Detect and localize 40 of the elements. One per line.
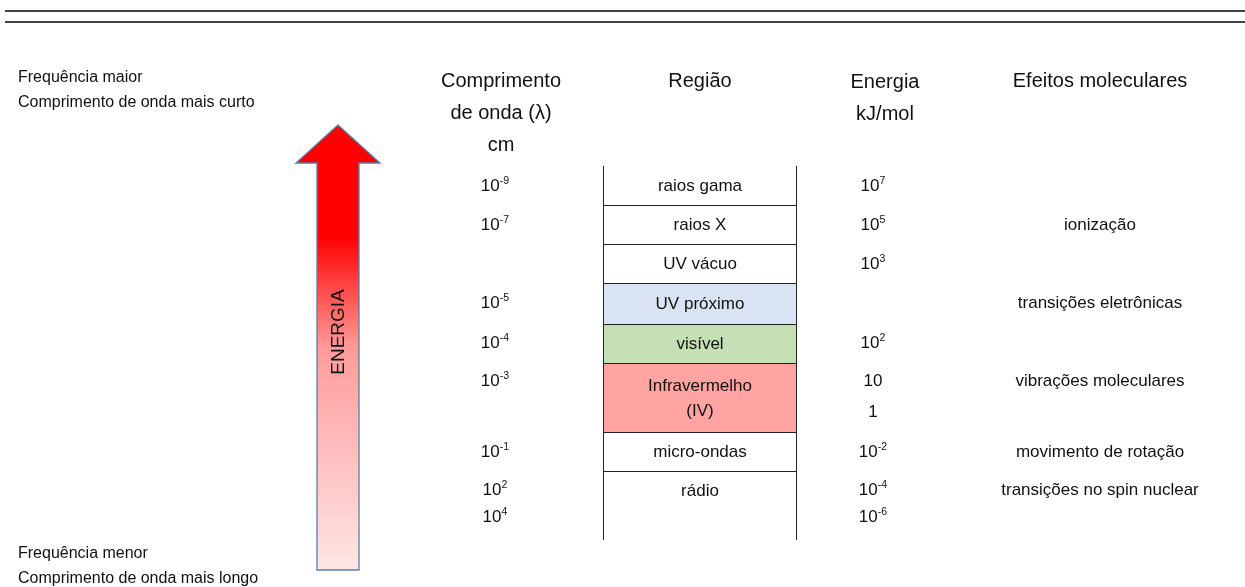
energy-value: 10$^{-2}$: [858, 441, 888, 463]
effect-text: transições eletrônicas: [1017, 292, 1183, 314]
energy-value: 10$^{7}$: [860, 175, 886, 197]
arrow-label: ENERGIA: [327, 289, 349, 375]
wavelength-value: 10$^{-7}$: [480, 214, 510, 236]
energy-value: 10: [863, 370, 883, 392]
region-cell: UV vácuo: [603, 244, 797, 283]
column-header: Energia kJ/mol: [849, 69, 921, 126]
region-cell: visível: [603, 324, 797, 363]
energy-value: 10$^{5}$: [860, 214, 886, 236]
wavelength-value: 10$^{-9}$: [480, 175, 510, 197]
effect-text: movimento de rotação: [1015, 441, 1185, 463]
note-text: Frequência menor: [18, 543, 148, 563]
wavelength-value: 10$^{-4}$: [480, 332, 510, 354]
note-text: Frequência maior: [18, 67, 143, 87]
region-cell: rádio: [603, 471, 797, 540]
energy-arrow: [294, 124, 382, 572]
energy-value: 1: [868, 401, 878, 423]
wavelength-value: 10$^{-1}$: [480, 441, 510, 463]
region-cell: raios gama: [603, 166, 797, 205]
region-cell: UV próximo: [603, 283, 797, 324]
region-cell: Infravermelho (IV): [603, 363, 797, 432]
region-cell: micro-ondas: [603, 432, 797, 471]
effect-text: vibrações moleculares: [1015, 370, 1185, 392]
effect-text: ionização: [1064, 214, 1136, 236]
column-header: Comprimento de onda (λ) cm: [439, 68, 562, 157]
wavelength-value: 10$^{4}$: [482, 506, 508, 528]
wavelength-value: 10$^{2}$: [482, 479, 508, 501]
region-cell: raios X: [603, 205, 797, 244]
energy-value: 10$^{2}$: [860, 332, 886, 354]
column-header: Região: [668, 68, 732, 92]
note-text: Comprimento de onda mais longo: [18, 568, 259, 587]
wavelength-value: 10$^{-3}$: [480, 370, 510, 392]
column-header: Efeitos moleculares: [1012, 68, 1188, 92]
energy-value: 10$^{-6}$: [858, 506, 888, 528]
wavelength-value: 10$^{-5}$: [480, 292, 510, 314]
effect-text: transições no spin nuclear: [1001, 479, 1199, 501]
energy-value: 10$^{-4}$: [858, 479, 888, 501]
note-text: Comprimento de onda mais curto: [18, 92, 255, 112]
energy-value: 10$^{3}$: [860, 253, 886, 275]
